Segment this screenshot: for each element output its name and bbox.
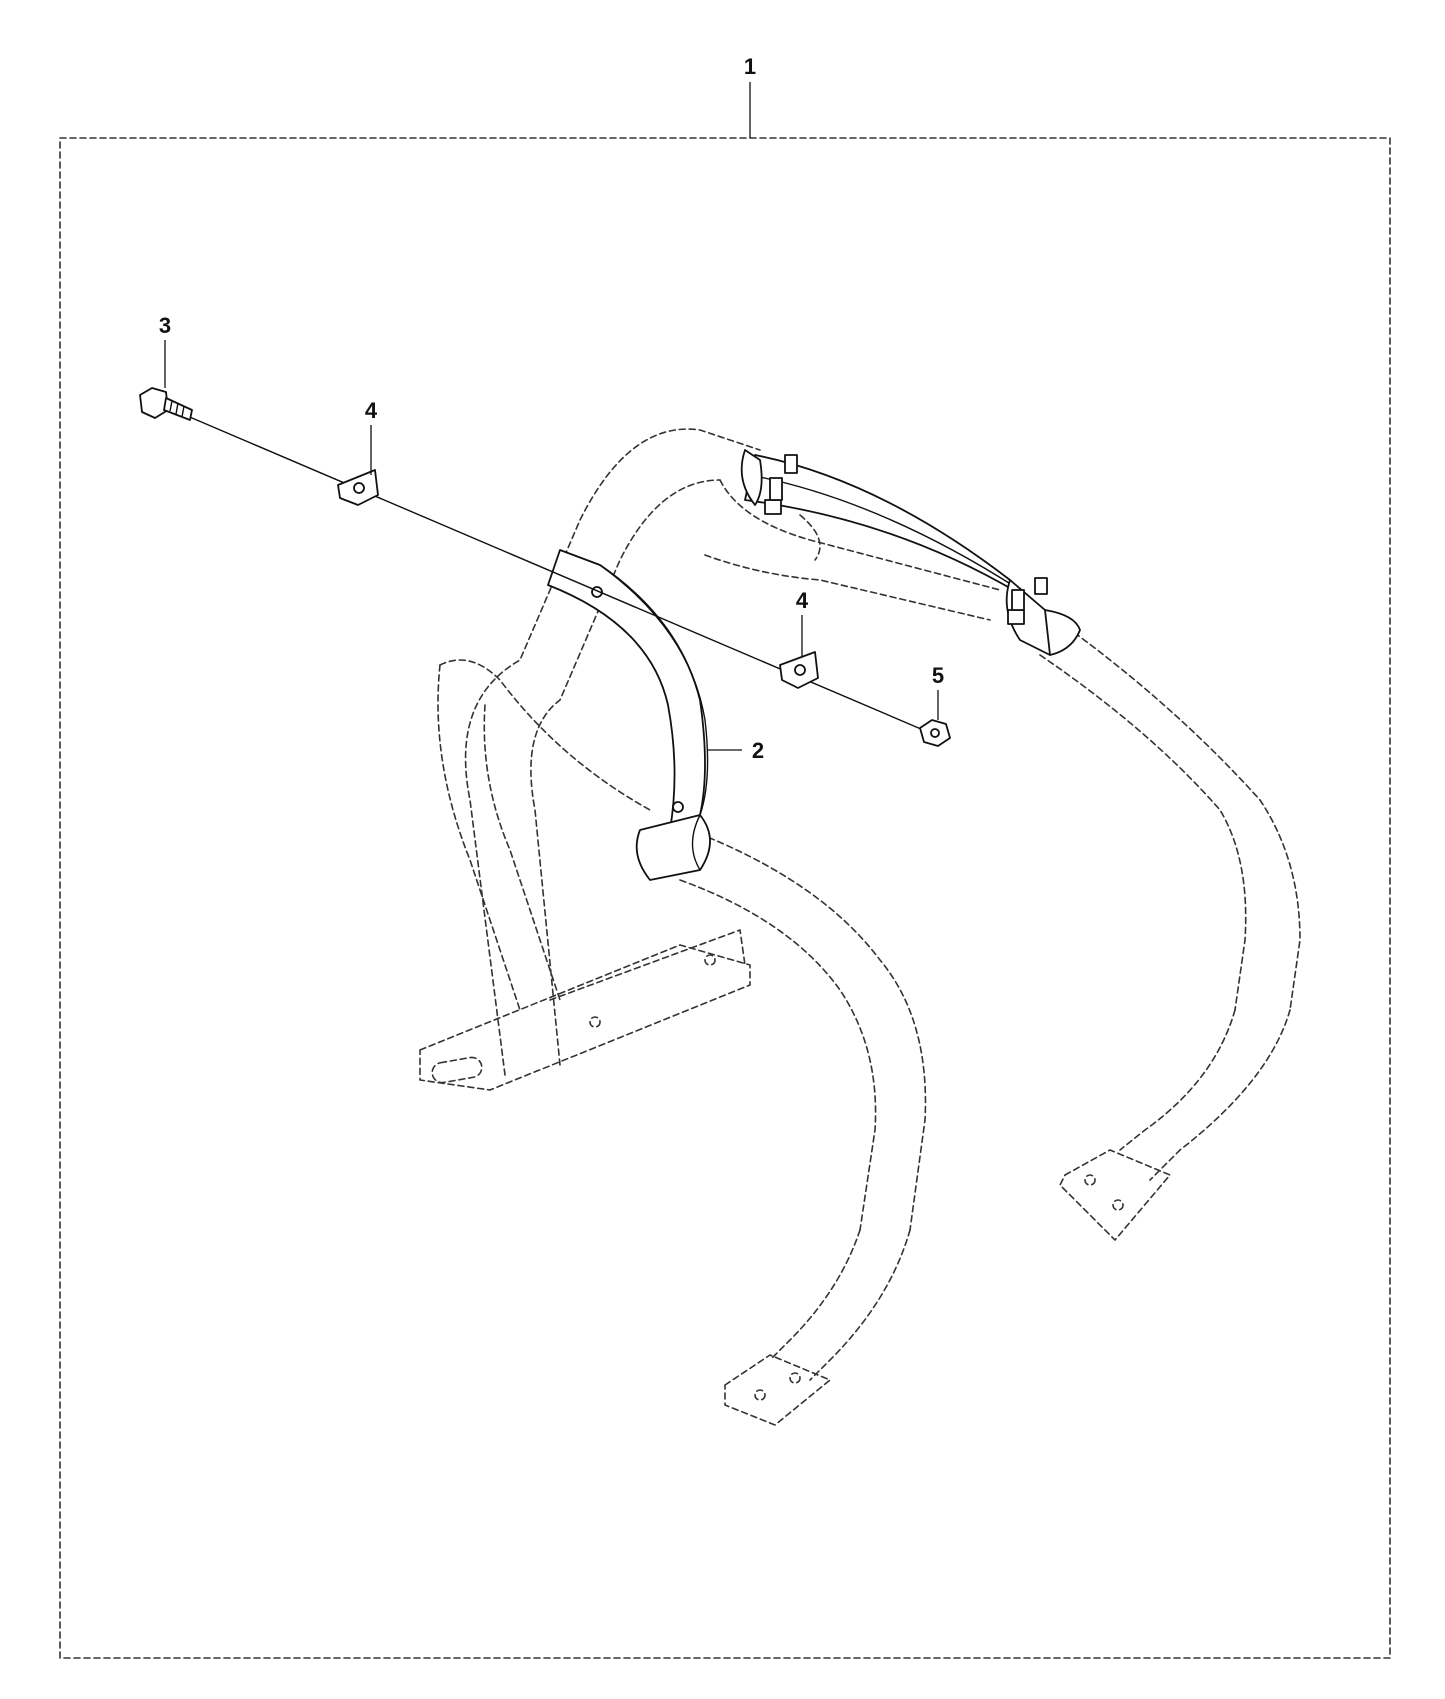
phantom-front-tube-top [689, 829, 927, 1231]
bracket-sleeve-edge [691, 814, 701, 871]
washer-a-hole [353, 482, 365, 494]
phantom-base-plate-edge [549, 929, 746, 1001]
phantom-arch-inner [530, 479, 721, 1066]
washer-a-part [337, 469, 379, 506]
screw-head [139, 387, 169, 419]
bracket-hole-bottom [672, 801, 684, 813]
phantom-right-foot-hole-b [1112, 1199, 1124, 1211]
callout-nut: 5 [932, 663, 944, 688]
nut-hole [930, 728, 940, 738]
top-bar-left-cap [740, 449, 763, 506]
phantom-left-tube-b [483, 704, 561, 1001]
phantom-left-tube-a [437, 664, 521, 1011]
phantom-front-leg-outer [809, 1229, 911, 1381]
top-bar-right-sleeve [1044, 609, 1081, 656]
callout-bracket: 2 [752, 738, 764, 763]
top-bar-strap-edge [749, 474, 1021, 591]
top-bar-left-bolt [764, 454, 798, 515]
phantom-front-foot [724, 1354, 831, 1426]
phantom-base-hole-a [589, 1016, 601, 1028]
bracket-sleeve [635, 814, 711, 881]
phantom-mid-tube-top [719, 479, 1001, 591]
bracket-strap-edge [599, 564, 709, 816]
phantom-base-plate [419, 944, 751, 1091]
phantom-right-tube-top [1049, 614, 1301, 1011]
bracket-strap [547, 549, 706, 831]
phantom-mid-tube-end [799, 514, 821, 561]
phantom-front-foot-hole-a [789, 1372, 801, 1384]
phantom-front-foot-hole-b [754, 1389, 766, 1401]
phantom-arch-outer [464, 428, 761, 1076]
phantom-front-leg-inner [769, 1229, 861, 1361]
phantom-front-tube-bottom [679, 879, 877, 1231]
bracket-part [547, 549, 711, 881]
assembly-axis [184, 414, 936, 736]
callout-washer-b: 4 [796, 588, 809, 613]
phantom-mid-tube-bottom [704, 554, 991, 621]
top-bar-right-bolt [1007, 577, 1048, 625]
phantom-right-tube-bottom [1039, 654, 1247, 1011]
phantom-left-bend [439, 659, 651, 811]
phantom-base-hole-b [704, 954, 716, 966]
washer-b-part [779, 651, 819, 689]
callout-screw: 3 [159, 313, 171, 338]
phantom-right-foot-hole-a [1084, 1174, 1096, 1186]
phantom-right-leg-inner [1119, 1009, 1236, 1151]
top-bar-strap [744, 454, 1031, 601]
phantom-right-foot [1059, 1149, 1171, 1241]
screw-part [139, 387, 193, 421]
kit-boundary-frame [59, 137, 1391, 1659]
phantom-frame [419, 428, 1301, 1426]
nut-part [919, 719, 951, 747]
top-bar-assembly [740, 449, 1081, 656]
callout-washer-a: 4 [365, 398, 378, 423]
washer-b-hole [794, 664, 806, 676]
callout-kit: 1 [744, 54, 756, 79]
phantom-base-slot [431, 1056, 483, 1084]
phantom-right-leg-outer [1149, 1009, 1291, 1181]
screw-shank [163, 397, 193, 421]
